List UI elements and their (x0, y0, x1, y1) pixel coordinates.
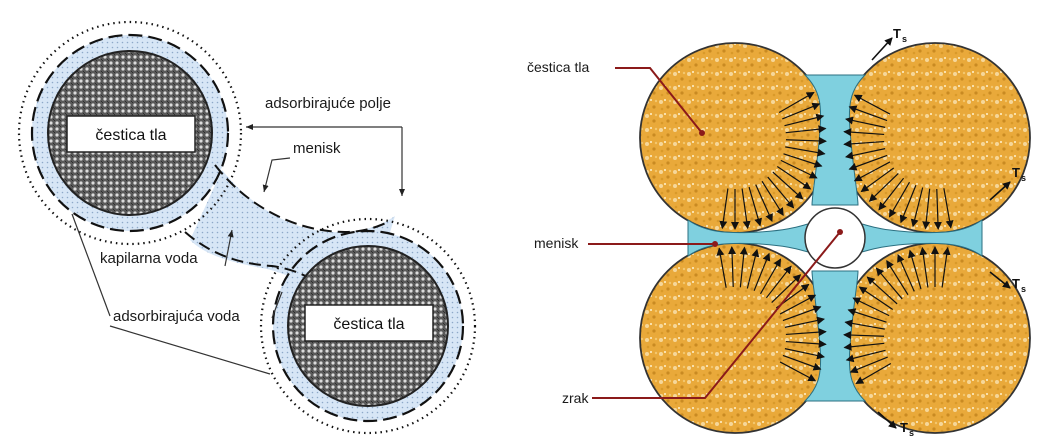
svg-text:s: s (1021, 284, 1026, 294)
svg-text:T: T (1012, 165, 1020, 180)
svg-text:s: s (1021, 173, 1026, 183)
air-label: zrak (562, 390, 589, 406)
right-diagram: čestica tla menisk zrak T s T s T s T s (527, 26, 1030, 438)
particle-leader-dot (699, 130, 705, 136)
particle-label-2: čestica tla (333, 316, 404, 333)
svg-text:T: T (1012, 276, 1020, 291)
meniscus-leader-dot (712, 241, 718, 247)
adsorbing-field-label: adsorbirajuće polje (265, 95, 391, 112)
svg-text:T: T (893, 26, 901, 41)
svg-text:s: s (902, 34, 907, 44)
meniscus-label-left: menisk (293, 140, 341, 157)
particle-label-1: čestica tla (95, 127, 166, 144)
adsorbed-water-leader-2 (110, 326, 270, 374)
left-diagram: čestica tla čestica tla adsorbirajuće po… (19, 22, 475, 433)
tension-label-top: T s (893, 26, 907, 44)
meniscus-label-right: menisk (534, 235, 579, 251)
svg-text:T: T (900, 420, 908, 435)
grain-bottom-left (640, 243, 830, 433)
air-leader-dot (837, 229, 843, 235)
capillary-water-label: kapilarna voda (100, 250, 198, 267)
adsorbed-water-label: adsorbirajuća voda (113, 308, 240, 325)
svg-text:s: s (909, 428, 914, 438)
meniscus-leader-left (264, 158, 290, 192)
particle-label-right: čestica tla (527, 59, 589, 75)
grain-top-right (840, 43, 1030, 233)
